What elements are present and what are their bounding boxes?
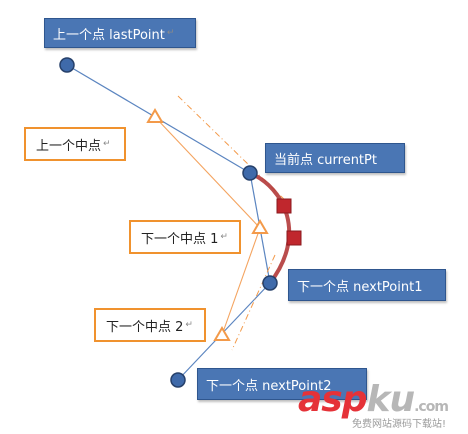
line-mid1-to-mid2 bbox=[221, 227, 261, 336]
point-next2 bbox=[170, 372, 186, 388]
label-last-mid: 上一个中点 ↵ bbox=[24, 127, 126, 161]
label-last-point-text: 上一个点 lastPoint bbox=[53, 27, 165, 43]
paragraph-mark: ↵ bbox=[220, 232, 228, 242]
watermark-subtitle: 免费网站源码下载站! bbox=[352, 419, 447, 430]
label-last-point: 上一个点 lastPoint ↵ bbox=[44, 18, 196, 48]
line-lastmid-to-mid1 bbox=[154, 116, 261, 229]
label-next-point-2: 下一个点 nextPoint2 bbox=[197, 368, 367, 400]
midpoint-triangle-2 bbox=[213, 326, 231, 341]
control-point-2 bbox=[286, 230, 302, 246]
watermark: aspku.com 免费网站源码下载站! bbox=[298, 382, 466, 432]
paragraph-mark: ↵ bbox=[166, 28, 175, 38]
control-point-1 bbox=[276, 198, 292, 214]
label-current-point: 当前点 currentPt bbox=[265, 143, 405, 173]
watermark-logo: aspku.com bbox=[298, 379, 449, 425]
midpoint-triangle-1 bbox=[251, 219, 269, 234]
paragraph-mark: ↵ bbox=[185, 320, 193, 330]
label-last-mid-text: 上一个中点 bbox=[36, 138, 102, 154]
watermark-logo-tld: .com bbox=[414, 399, 449, 415]
watermark-logo-red: asp bbox=[298, 379, 367, 420]
point-last bbox=[59, 57, 75, 73]
watermark-logo-gray: ku bbox=[366, 379, 416, 420]
label-current-point-text: 当前点 currentPt bbox=[274, 152, 377, 168]
tangent-lower bbox=[231, 254, 276, 351]
label-next-mid-2-text: 下一个中点 2 bbox=[106, 319, 184, 335]
midpoint-triangle-last bbox=[146, 108, 164, 123]
label-next-point-2-text: 下一个点 nextPoint2 bbox=[206, 378, 332, 394]
point-current bbox=[242, 165, 258, 181]
paragraph-mark: ↵ bbox=[103, 139, 111, 149]
label-next-mid-1-text: 下一个中点 1 bbox=[141, 231, 219, 247]
label-next-point-1: 下一个点 nextPoint1 bbox=[288, 269, 446, 301]
label-next-mid-2: 下一个中点 2 ↵ bbox=[94, 308, 206, 342]
label-next-point-1-text: 下一个点 nextPoint1 bbox=[297, 279, 423, 295]
point-next1 bbox=[262, 275, 278, 291]
label-next-mid-1: 下一个中点 1 ↵ bbox=[129, 220, 241, 254]
bezier-curve bbox=[248, 171, 292, 285]
